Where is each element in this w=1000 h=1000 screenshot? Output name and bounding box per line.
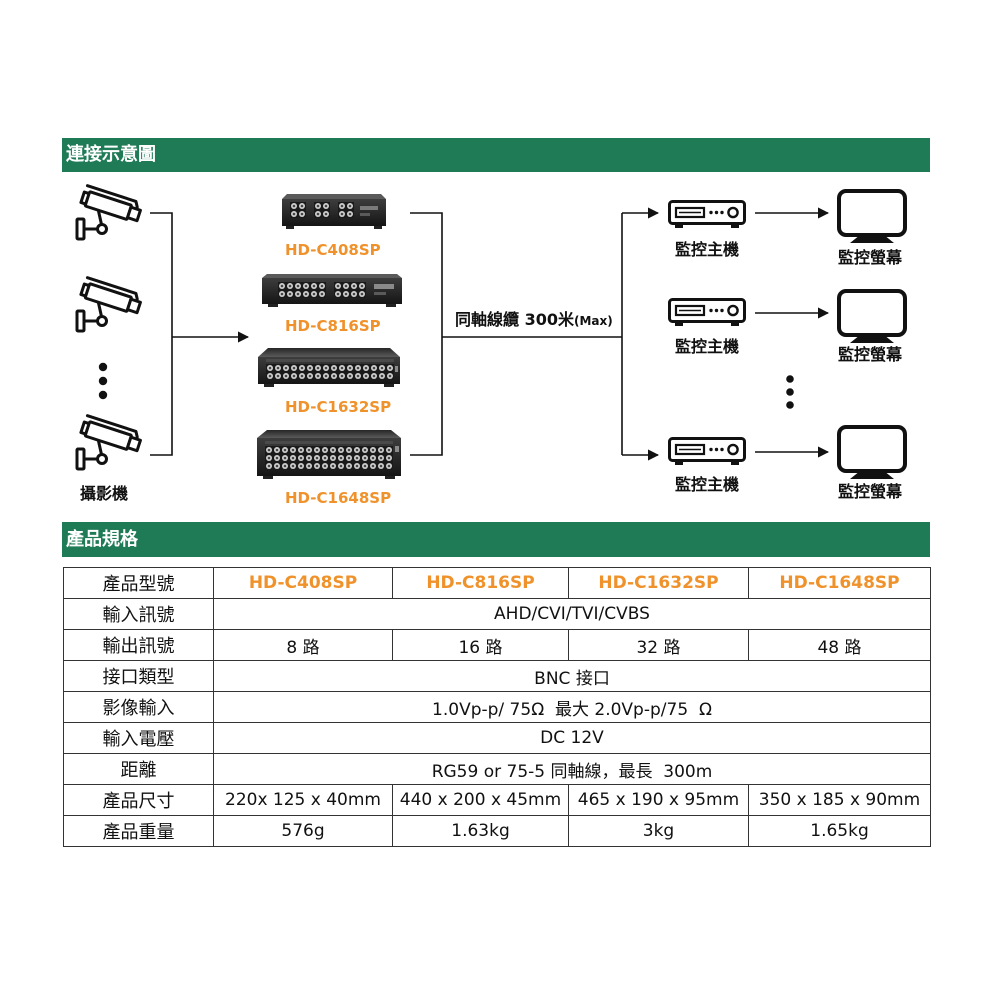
spec-header-label: 產品型號 bbox=[63, 567, 214, 599]
spec-row-value: BNC 接口 bbox=[213, 660, 931, 692]
more-monitors-ellipsis-icon bbox=[786, 375, 794, 409]
video-distributor-image-hd-c816sp bbox=[262, 274, 402, 307]
dvr-label: 監控主機 bbox=[675, 337, 740, 356]
spec-section-header: 產品規格 bbox=[62, 522, 930, 557]
spec-row-cell: 576g bbox=[213, 815, 393, 847]
spec-row-label: 影像輸入 bbox=[63, 691, 214, 723]
device-model-label: HD-C408SP bbox=[285, 241, 381, 259]
spec-row-label: 距離 bbox=[63, 753, 214, 785]
distributor-bus-line bbox=[410, 212, 443, 456]
spec-row-cell: 16 路 bbox=[392, 629, 569, 661]
spec-row-label: 輸入電壓 bbox=[63, 722, 214, 754]
monitor-icon bbox=[837, 289, 907, 343]
cctv-camera-icon bbox=[75, 276, 142, 333]
dvr-label: 監控主機 bbox=[675, 475, 740, 494]
spec-row-video-input: 影像輸入 1.0Vp-p/ 75Ω 最大 2.0Vp-p/75 Ω bbox=[63, 691, 931, 723]
spec-row-input-signal: 輸入訊號 AHD/CVI/TVI/CVBS bbox=[63, 598, 931, 630]
dvr-icon bbox=[668, 200, 746, 228]
monitor-label: 監控螢幕 bbox=[838, 482, 903, 501]
dvr-icon bbox=[668, 298, 746, 326]
monitor-label: 監控螢幕 bbox=[838, 345, 903, 364]
spec-row-value: AHD/CVI/TVI/CVBS bbox=[213, 598, 931, 630]
spec-row-label: 輸出訊號 bbox=[63, 629, 214, 661]
camera-label: 攝影機 bbox=[80, 484, 129, 503]
diagram-section-title: 連接示意圖 bbox=[66, 144, 156, 165]
spec-header-model: HD-C816SP bbox=[392, 567, 569, 599]
spec-header-model: HD-C1648SP bbox=[748, 567, 931, 599]
spec-row-value: 1.0Vp-p/ 75Ω 最大 2.0Vp-p/75 Ω bbox=[213, 691, 931, 723]
dvr-icon bbox=[668, 437, 746, 465]
spec-row-cell: 440 x 200 x 45mm bbox=[392, 784, 569, 816]
spec-row-label: 產品尺寸 bbox=[63, 784, 214, 816]
video-distributor-image-hd-c1648sp bbox=[257, 430, 401, 479]
spec-row-cell: 32 路 bbox=[568, 629, 749, 661]
spec-row-output-signal: 輸出訊號 8 路 16 路 32 路 48 路 bbox=[63, 629, 931, 661]
more-cameras-ellipsis-icon bbox=[98, 362, 108, 400]
connection-lines bbox=[98, 207, 830, 461]
video-distributor-image-hd-c1632sp bbox=[258, 348, 400, 387]
coax-cable-label: 同軸線纜 300米(Max) bbox=[455, 310, 613, 331]
spec-row-cell: 48 路 bbox=[748, 629, 931, 661]
spec-row-cell: 8 路 bbox=[213, 629, 393, 661]
cctv-camera-icon bbox=[75, 184, 142, 241]
spec-row-value: RG59 or 75-5 同軸線，最長 300m bbox=[213, 753, 931, 785]
spec-row-cell: 465 x 190 x 95mm bbox=[568, 784, 749, 816]
camera-bus-line bbox=[150, 212, 173, 456]
spec-row-cell: 3kg bbox=[568, 815, 749, 847]
spec-row-dimensions: 產品尺寸 220x 125 x 40mm 440 x 200 x 45mm 46… bbox=[63, 784, 931, 816]
spec-section-title: 產品規格 bbox=[66, 529, 138, 550]
spec-row-label: 產品重量 bbox=[63, 815, 214, 847]
cctv-camera-icon bbox=[75, 414, 142, 471]
coax-cable-label-suffix: (Max) bbox=[573, 314, 613, 328]
spec-row-label: 輸入訊號 bbox=[63, 598, 214, 630]
spec-row-cell: 220x 125 x 40mm bbox=[213, 784, 393, 816]
spec-header-model: HD-C408SP bbox=[213, 567, 393, 599]
device-model-label: HD-C816SP bbox=[285, 317, 381, 335]
monitor-icon bbox=[837, 189, 907, 243]
spec-row-cell: 1.65kg bbox=[748, 815, 931, 847]
spec-row-value: DC 12V bbox=[213, 722, 931, 754]
spec-row-cell: 350 x 185 x 90mm bbox=[748, 784, 931, 816]
spec-row-interface: 接口類型 BNC 接口 bbox=[63, 660, 931, 692]
coax-cable-label-main: 同軸線纜 300米 bbox=[455, 310, 574, 329]
spec-row-distance: 距離 RG59 or 75-5 同軸線，最長 300m bbox=[63, 753, 931, 785]
spec-row-model: 產品型號 HD-C408SP HD-C816SP HD-C1632SP HD-C… bbox=[63, 567, 931, 599]
spec-row-input-voltage: 輸入電壓 DC 12V bbox=[63, 722, 931, 754]
device-model-label: HD-C1648SP bbox=[285, 489, 392, 507]
spec-table: 產品型號 HD-C408SP HD-C816SP HD-C1632SP HD-C… bbox=[63, 567, 931, 847]
spec-header-model: HD-C1632SP bbox=[568, 567, 749, 599]
spec-row-label: 接口類型 bbox=[63, 660, 214, 692]
spec-row-weight: 產品重量 576g 1.63kg 3kg 1.65kg bbox=[63, 815, 931, 847]
spec-row-cell: 1.63kg bbox=[392, 815, 569, 847]
video-distributor-image-hd-c408sp bbox=[282, 194, 386, 229]
monitor-label: 監控螢幕 bbox=[838, 248, 903, 267]
device-model-label: HD-C1632SP bbox=[285, 398, 392, 416]
dvr-label: 監控主機 bbox=[675, 240, 740, 259]
diagram-section-header: 連接示意圖 bbox=[62, 138, 930, 172]
monitor-icon bbox=[837, 425, 907, 479]
